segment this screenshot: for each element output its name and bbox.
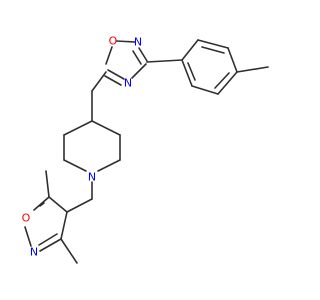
isoxazole-bond-c5-o-double — [39, 202, 45, 207]
atom-o-isoxazole: O — [22, 212, 31, 225]
isoxazole-bond-c4-c5 — [48, 196, 68, 213]
bond-c3-n4 — [131, 63, 147, 79]
atom-n-isoxazole: N — [30, 246, 38, 259]
bond-c5-o1 — [105, 46, 113, 65]
phenyl-inner-3 — [187, 62, 196, 81]
bond-c3-phenyl — [146, 59, 183, 63]
phenyl-bond-1 — [181, 39, 199, 61]
bond-o1-n2 — [115, 40, 136, 43]
phenyl-bond-5 — [191, 85, 219, 95]
piperidine-bond-3 — [97, 159, 121, 172]
atom-n-oxadiazole-2: N — [134, 36, 142, 49]
isoxazole-bond-c3-c4 — [60, 211, 68, 240]
isoxazole-bond-c5-o — [33, 196, 50, 211]
piperidine-bond-6 — [63, 120, 93, 136]
bond-n2-c3-double — [132, 50, 142, 65]
bond-n2-c3 — [138, 47, 148, 62]
atom-o-oxadiazole: O — [109, 35, 118, 48]
phenyl-bond-3 — [227, 47, 238, 73]
methyl-bond-tolyl — [236, 66, 269, 73]
bonds — [24, 39, 269, 264]
atom-labels: O N N N O N — [22, 35, 142, 259]
isoxazole-bond-n-c3-double — [38, 233, 58, 246]
isoxazole-bond-n-c3 — [39, 238, 62, 252]
piperidine-bond-1 — [91, 120, 121, 136]
atom-n-oxadiazole-4: N — [124, 77, 132, 90]
piperidine-bond-4 — [63, 159, 87, 172]
phenyl-bond-2 — [197, 39, 229, 49]
phenyl-inner-2 — [214, 72, 230, 89]
phenyl-bond-4 — [217, 71, 238, 95]
phenyl-bond-6 — [181, 59, 193, 87]
methyl-bond-c3 — [60, 238, 78, 264]
bond-n4-c5 — [107, 69, 125, 80]
phenyl-inner-1 — [201, 46, 225, 54]
bond-c5-ch2 — [91, 71, 107, 92]
bond-n4-c5-double — [104, 75, 122, 86]
chemical-structure-diagram: O N N N O N — [22, 35, 269, 264]
methyl-bond-c5 — [45, 170, 50, 198]
isoxazole-bond-o-n — [24, 226, 32, 247]
bond-ch2-isoxazole — [66, 198, 93, 213]
atom-n-piperidine: N — [88, 171, 96, 184]
molecule-drawing: O N N N O N — [22, 35, 269, 264]
